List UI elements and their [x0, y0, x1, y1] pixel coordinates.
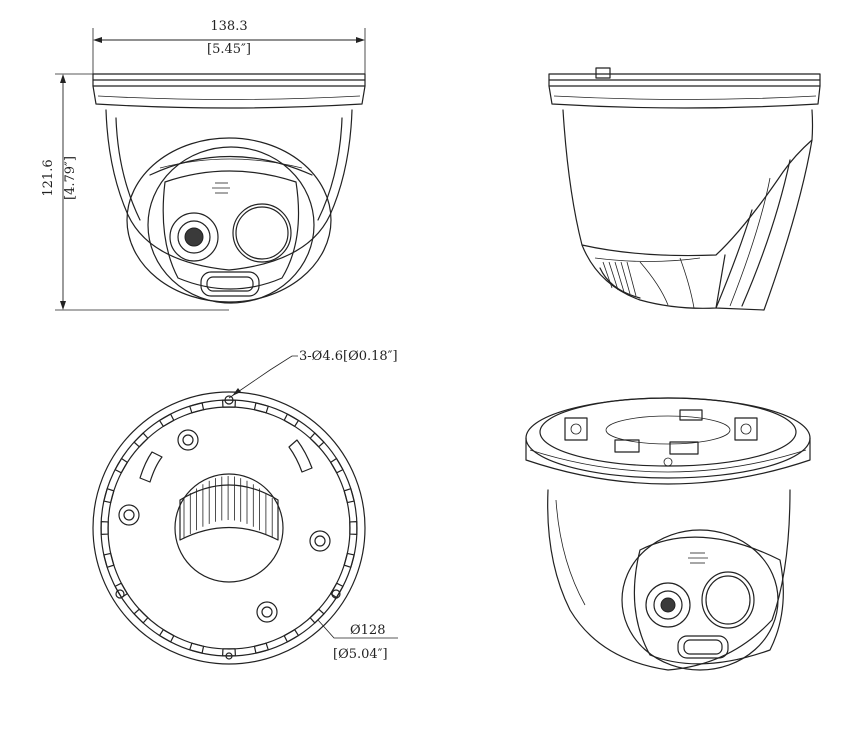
rim-notch — [253, 402, 269, 414]
rim-notch — [222, 648, 236, 657]
height-mm-label: 121.6 — [41, 159, 56, 196]
rim-notch — [133, 608, 149, 624]
side-view — [548, 67, 821, 311]
hole-callout-label: 3-Ø4.6[Ø0.18″] — [299, 349, 398, 364]
rim-notch — [330, 457, 344, 474]
base-diameter-mm-label: Ø128 — [350, 623, 385, 638]
rim-notch — [114, 457, 128, 474]
screw-hole-top — [177, 429, 199, 451]
width-inch-label: [5.45″] — [207, 42, 251, 57]
rim-notch — [133, 432, 149, 448]
screw-hole-bottom — [256, 601, 278, 623]
rim-notch — [309, 608, 325, 624]
height-inch-label: [4.79″] — [63, 156, 78, 200]
base-diameter-inch-label: [Ø5.04″] — [333, 647, 388, 662]
rim-notch — [309, 432, 325, 448]
rim-notch — [222, 399, 236, 408]
width-mm-label: 138.3 — [210, 19, 247, 34]
rim-notch — [103, 488, 115, 504]
rim-notch — [349, 521, 358, 535]
rim-notch — [189, 642, 205, 654]
front-view: 138.3 [5.45″] 121.6 [4.79″] — [41, 19, 366, 311]
rim-notch — [158, 413, 175, 427]
rim-notch — [103, 552, 115, 568]
rim-notch — [343, 552, 355, 568]
rim-notch — [283, 413, 300, 427]
rim-notch — [100, 521, 109, 535]
screw-hole-right — [309, 530, 331, 552]
screw-hole-left — [118, 504, 140, 526]
bottom-view: 3-Ø4.6[Ø0.18″] Ø128 [Ø5.04″] — [92, 349, 398, 665]
rim-notch — [283, 629, 300, 643]
rim-notch — [158, 629, 175, 643]
rim-notch — [343, 488, 355, 504]
rim-notch — [253, 642, 269, 654]
isometric-view — [525, 397, 811, 671]
rim-notch — [189, 402, 205, 414]
